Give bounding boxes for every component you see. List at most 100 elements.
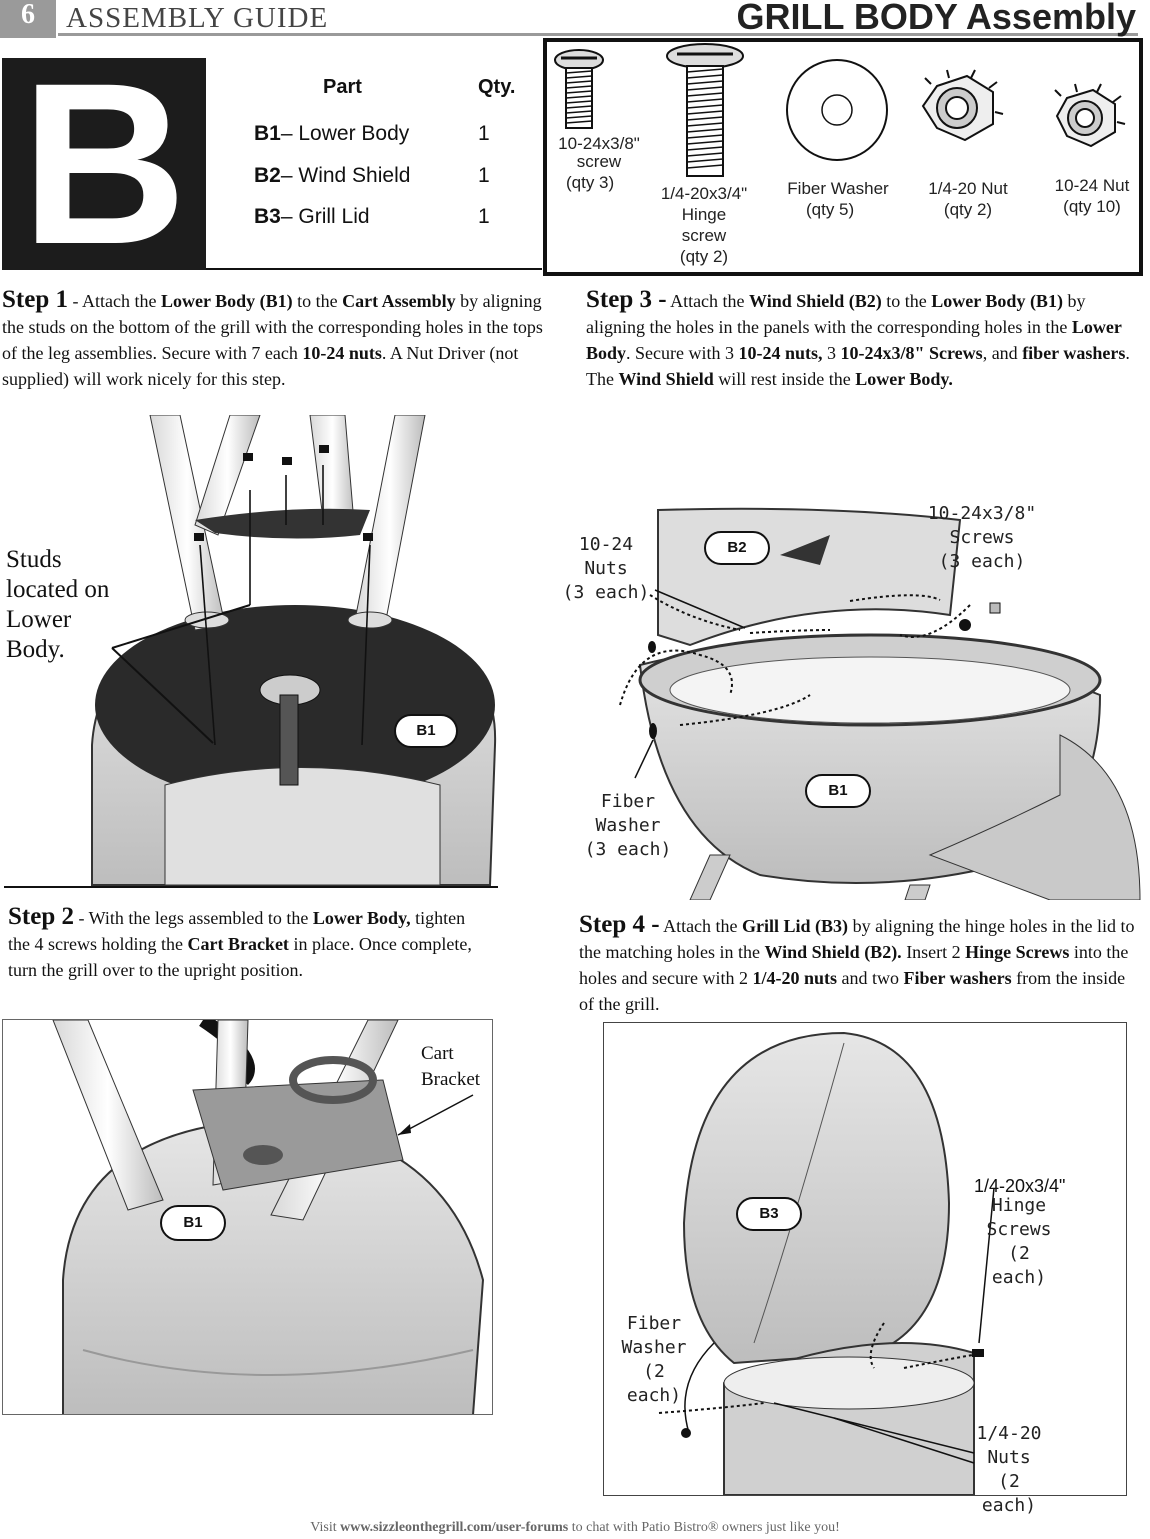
bold-text: Wind Shield (B2) xyxy=(749,291,882,311)
text: to the xyxy=(292,291,343,311)
parts-col-part: Part xyxy=(323,76,362,98)
label-line: Fiber xyxy=(600,791,656,812)
parts-col-qty: Qty. xyxy=(478,76,516,98)
text: - Attach the xyxy=(67,291,161,311)
hardware-panel xyxy=(543,38,1143,276)
text: Attach the xyxy=(659,916,743,936)
callout-line: Body. xyxy=(6,636,65,663)
bold-text: Wind Shield xyxy=(618,369,714,389)
step3-nuts-label: 10-24 Nuts (3 each) xyxy=(556,533,656,605)
fiber-washer-label: Fiber Washer (qty 5) xyxy=(776,178,900,220)
page-title: GRILL BODY Assembly xyxy=(736,0,1136,37)
bold-text: 10-24 nuts xyxy=(302,343,382,363)
hw-size: 10-24x3/8" xyxy=(558,134,640,153)
text: , and xyxy=(982,343,1023,363)
text: . A Nut Driver (not supplied) will work … xyxy=(2,343,519,389)
text: by aligning the hinge holes in the lid t… xyxy=(579,916,1135,962)
step4-washer-label: Fiber Washer (2 each) xyxy=(614,1312,694,1408)
step4-nuts-label: 1/4-20 Nuts (2 each) xyxy=(970,1422,1048,1518)
label-line: Screws xyxy=(949,527,1015,548)
step4-heading: Step 4 - xyxy=(579,911,660,938)
part-name: – Grill Lid xyxy=(280,205,370,228)
text: will rest inside the xyxy=(713,369,856,389)
step1-text: Step 1 - Attach the Lower Body (B1) to t… xyxy=(2,287,562,392)
text: Attach the xyxy=(666,291,750,311)
step4-screws-size: 1/4-20x3/4" xyxy=(974,1176,1066,1196)
studs-callout: Studs located on Lower Body. xyxy=(6,545,126,665)
bold-text: Lower Body xyxy=(586,317,1122,363)
hw-qty: (qty 3) xyxy=(566,173,615,192)
cart-bracket-callout: Cart Bracket xyxy=(421,1041,480,1093)
small-nut-icon xyxy=(1054,83,1126,148)
small-nut-label: 10-24 Nut (qty 10) xyxy=(1040,175,1144,217)
label-line: Washer xyxy=(595,815,661,836)
parts-row: B2– Wind Shield xyxy=(254,164,410,188)
step1-heading: Step 1 xyxy=(2,286,68,313)
text: into the holes and secure with 2 xyxy=(579,942,1129,988)
hw-type: 10-24 Nut xyxy=(1054,176,1130,195)
hw-type: 1/4-20 Nut xyxy=(928,179,1008,198)
hinge-screw-icon xyxy=(666,43,744,177)
label-line: 10-24 xyxy=(578,534,634,555)
bold-text: 1/4-20 nuts xyxy=(752,968,837,988)
part-qty: 1 xyxy=(478,205,490,228)
text: . Secure with 3 xyxy=(626,343,739,363)
label-line: (3 each) xyxy=(562,582,650,603)
part-code: B3 xyxy=(254,205,281,228)
step3-text: Step 3 - Attach the Wind Shield (B2) to … xyxy=(586,287,1148,392)
bold-text: 10-24x3/8" Screws xyxy=(840,343,983,363)
text: - With the legs assembled to the xyxy=(73,908,313,928)
part-badge-b3: B3 xyxy=(736,1197,802,1231)
part-letter: B xyxy=(20,35,188,292)
step4-illustration xyxy=(658,1031,995,1495)
bold-text: Lower Body. xyxy=(855,369,953,389)
step3-screws-label: 10-24x3/8" Screws (3 each) xyxy=(920,502,1044,574)
text: 3 xyxy=(822,343,841,363)
quarter-nut-icon xyxy=(921,69,1004,142)
footer: Visit www.sizzleonthegrill.com/user-foru… xyxy=(0,1520,1150,1536)
bold-text: Cart Bracket xyxy=(187,934,289,954)
parts-row: B1– Lower Body xyxy=(254,122,409,146)
hardware-illustrations xyxy=(554,43,1126,177)
forum-link[interactable]: www.sizzleonthegrill.com/user-forums xyxy=(340,1520,569,1535)
label-line: Washer xyxy=(621,1337,687,1358)
callout-line: Cart xyxy=(421,1043,454,1064)
text: from the inside of the grill. xyxy=(579,968,1126,1014)
bold-text: Grill Lid (B3) xyxy=(742,916,849,936)
page-number: 6 xyxy=(0,0,56,38)
step4-screws-label: Hinge Screws (2 each) xyxy=(980,1194,1058,1290)
callout-line: Bracket xyxy=(421,1069,481,1090)
step4-text: Step 4 - Attach the Grill Lid (B3) by al… xyxy=(579,912,1139,1017)
bold-text: 10-24 nuts, xyxy=(738,343,823,363)
fiber-washer-icon xyxy=(786,59,888,161)
part-code: B1 xyxy=(254,122,281,145)
parts-row: B3– Grill Lid xyxy=(254,205,370,229)
step3-heading: Step 3 - xyxy=(586,286,667,313)
small-screw-icon xyxy=(554,49,604,129)
text: . The xyxy=(586,343,1130,389)
hw-qty: (qty 2) xyxy=(943,200,993,219)
label-line: 1/4-20 xyxy=(976,1423,1042,1444)
part-name: – Wind Shield xyxy=(280,164,411,187)
label-line: Nuts xyxy=(584,558,628,579)
part-badge-b1: B1 xyxy=(805,774,871,808)
small-screw-label: 10-24x3/8" screw (qty 3) xyxy=(546,133,652,193)
hw-type: screw xyxy=(681,226,727,245)
callout-line: located on xyxy=(6,576,110,603)
part-name: – Lower Body xyxy=(280,122,410,145)
label-line: (2 each) xyxy=(626,1361,682,1406)
text: to the xyxy=(881,291,932,311)
label-line: (3 each) xyxy=(584,839,672,860)
label-line: Screws xyxy=(986,1219,1052,1240)
text: by aligning the studs on the bottom of t… xyxy=(2,291,543,363)
step2-illustration xyxy=(52,1020,485,1414)
footer-text: to chat with Patio Bistro® owners just l… xyxy=(568,1520,840,1535)
hw-type: screw xyxy=(576,152,622,171)
hw-qty: (qty 10) xyxy=(1063,197,1121,216)
bold-text: Lower Body (B1) xyxy=(931,291,1063,311)
quarter-nut-label: 1/4-20 Nut (qty 2) xyxy=(916,178,1020,220)
bold-text: Lower Body (B1) xyxy=(160,291,293,311)
bold-text: fiber washers xyxy=(1022,343,1126,363)
part-qty: 1 xyxy=(478,164,490,187)
part-letter-block: B xyxy=(2,35,206,292)
